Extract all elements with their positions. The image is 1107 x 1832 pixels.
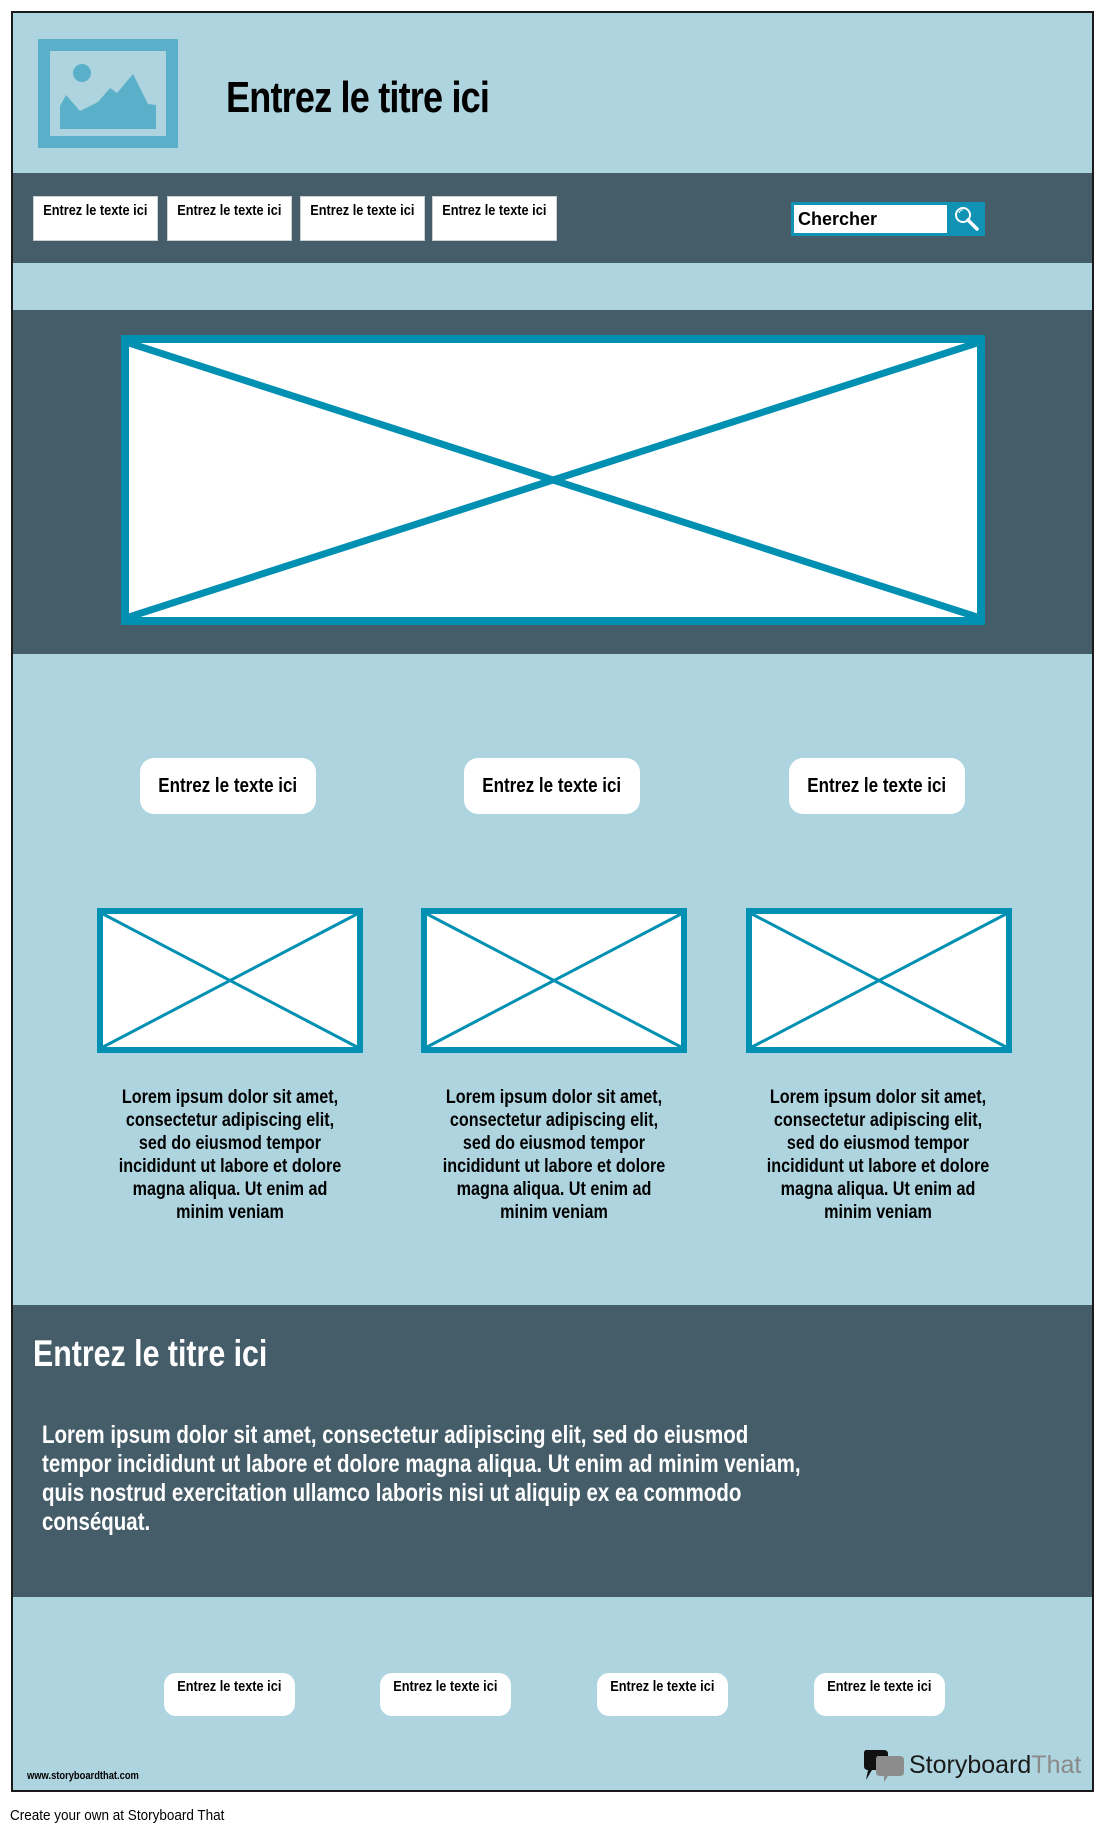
brand-part2: That — [1031, 1751, 1082, 1779]
nav-item-label: Entrez le texte ici — [43, 202, 148, 219]
footer-link-4[interactable]: Entrez le texte ici — [814, 1673, 945, 1716]
nav-item-label: Entrez le texte ici — [310, 202, 415, 219]
card-description-1: Lorem ipsum dolor sit amet, consectetur … — [110, 1086, 350, 1224]
card-image-placeholder-icon — [746, 908, 1012, 1053]
nav-item-3[interactable]: Entrez le texte ici — [300, 196, 425, 241]
nav-item-4[interactable]: Entrez le texte ici — [432, 196, 557, 241]
about-section: Entrez le titre ici Lorem ipsum dolor si… — [13, 1305, 1092, 1597]
brand-part1: Storyboard — [909, 1751, 1032, 1779]
nav-item-label: Entrez le texte ici — [442, 202, 547, 219]
search-input[interactable] — [794, 205, 947, 233]
nav-item-label: Entrez le texte ici — [177, 202, 282, 219]
card-image-placeholder-icon — [421, 908, 687, 1053]
card-image-placeholder-icon — [97, 908, 363, 1053]
feature-button-label: Entrez le texte ici — [807, 775, 947, 797]
card-text: Lorem ipsum dolor sit amet, consectetur … — [442, 1087, 666, 1223]
hero-image-placeholder-icon — [121, 335, 985, 625]
footer-link-label: Entrez le texte ici — [610, 1678, 715, 1695]
about-title: Entrez le titre ici — [33, 1333, 268, 1374]
wireframe-page: Entrez le titre ici Entrez le texte ici … — [11, 11, 1094, 1792]
attribution-link[interactable]: Create your own at Storyboard That — [10, 1807, 225, 1824]
speech-bubbles-icon — [864, 1750, 904, 1782]
footer-link-1[interactable]: Entrez le texte ici — [164, 1673, 295, 1716]
site-title: Entrez le titre ici — [226, 73, 490, 122]
search-icon — [955, 207, 979, 231]
card-text: Lorem ipsum dolor sit amet, consectetur … — [118, 1087, 342, 1223]
footer-link-2[interactable]: Entrez le texte ici — [380, 1673, 511, 1716]
nav-item-2[interactable]: Entrez le texte ici — [167, 196, 292, 241]
feature-button-label: Entrez le texte ici — [158, 775, 298, 797]
footer-link-label: Entrez le texte ici — [827, 1678, 932, 1695]
feature-button-3[interactable]: Entrez le texte ici — [789, 758, 965, 814]
hero-section — [13, 310, 1092, 654]
storyboardthat-logo[interactable]: StoryboardThat — [862, 1748, 1082, 1782]
footer-link-label: Entrez le texte ici — [393, 1678, 498, 1695]
about-text: Lorem ipsum dolor sit amet, consectetur … — [42, 1421, 801, 1536]
logo-image-icon — [38, 39, 178, 148]
feature-button-1[interactable]: Entrez le texte ici — [140, 758, 316, 814]
search-box — [791, 202, 985, 236]
nav-item-1[interactable]: Entrez le texte ici — [33, 196, 158, 241]
footer-link-3[interactable]: Entrez le texte ici — [597, 1673, 728, 1716]
card-description-3: Lorem ipsum dolor sit amet, consectetur … — [758, 1086, 998, 1224]
footer-link-label: Entrez le texte ici — [177, 1678, 282, 1695]
card-text: Lorem ipsum dolor sit amet, consectetur … — [766, 1087, 990, 1223]
footer-url[interactable]: www.storyboardthat.com — [27, 1770, 139, 1782]
feature-button-2[interactable]: Entrez le texte ici — [464, 758, 640, 814]
card-description-2: Lorem ipsum dolor sit amet, consectetur … — [434, 1086, 674, 1224]
nav-bar: Entrez le texte ici Entrez le texte ici … — [13, 173, 1092, 263]
search-button[interactable] — [949, 202, 985, 236]
feature-button-label: Entrez le texte ici — [482, 775, 622, 797]
